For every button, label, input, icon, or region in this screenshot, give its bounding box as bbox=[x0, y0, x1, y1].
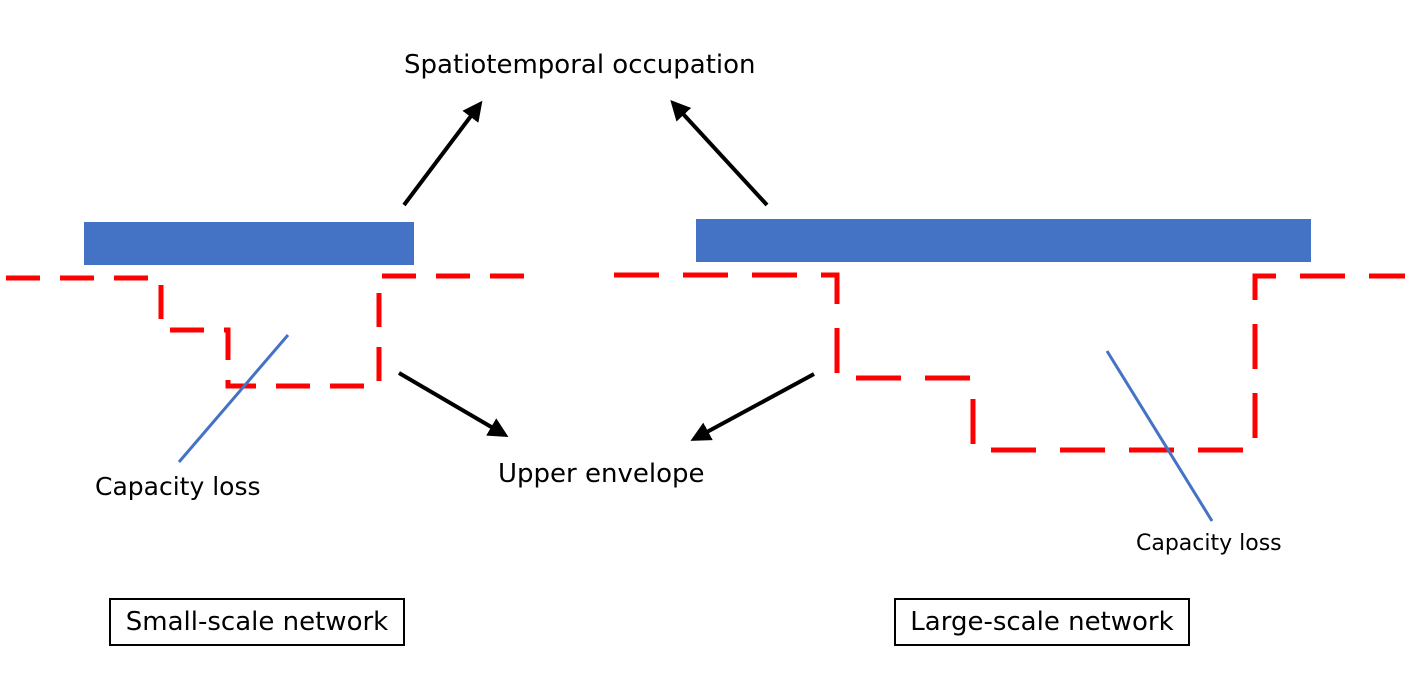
capacity-loss-line-left bbox=[177, 334, 290, 463]
upper-envelope-left bbox=[6, 273, 530, 389]
arrow-to-occupation-left bbox=[402, 100, 483, 207]
occupation-bar-right bbox=[696, 219, 1311, 262]
large-scale-network-label: Large-scale network bbox=[910, 607, 1174, 637]
arrow-to-occupation-right bbox=[670, 100, 769, 207]
small-scale-network-box: Small-scale network bbox=[109, 598, 405, 646]
upper-envelope-right bbox=[614, 272, 1405, 453]
capacity-loss-label-right: Capacity loss bbox=[1136, 531, 1282, 556]
upper-envelope-label: Upper envelope bbox=[498, 459, 705, 489]
spatiotemporal-occupation-label: Spatiotemporal occupation bbox=[404, 50, 756, 80]
occupation-bar-left bbox=[84, 222, 414, 265]
capacity-loss-label-left: Capacity loss bbox=[95, 472, 261, 501]
capacity-loss-line-right bbox=[1105, 350, 1214, 522]
arrow-to-envelope-left bbox=[397, 371, 509, 438]
large-scale-network-box: Large-scale network bbox=[894, 598, 1190, 646]
small-scale-network-label: Small-scale network bbox=[125, 607, 389, 637]
arrow-to-envelope-right bbox=[690, 372, 815, 441]
